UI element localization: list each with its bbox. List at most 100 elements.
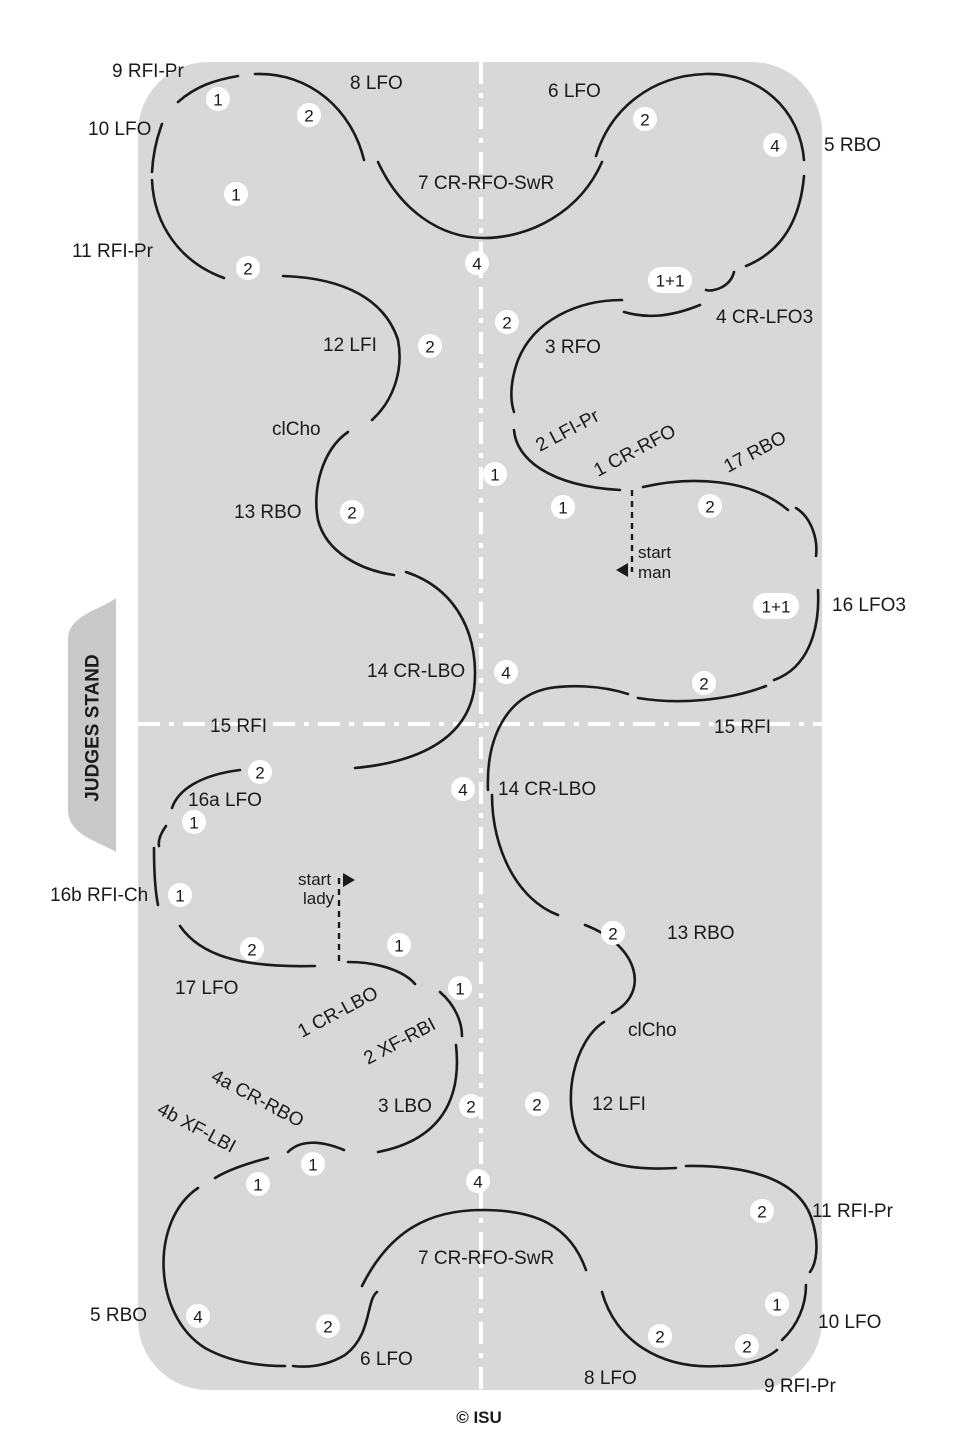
beat-badge: 2 (648, 1324, 672, 1348)
step-curve (152, 846, 160, 907)
step-label: 12 LFI (592, 1094, 646, 1115)
beat-badges: 1 2 2 4 1 2 4 1+1 2 2 1 1 2 2 1+1 4 2 2 … (168, 87, 799, 1358)
beat-badge: 2 (698, 494, 722, 518)
step-curve (315, 430, 396, 577)
step-curve (176, 74, 240, 104)
svg-text:1+1: 1+1 (656, 272, 685, 291)
beat-badge: 1 (765, 1292, 789, 1316)
step-curve (360, 1208, 588, 1288)
step-label: man (638, 563, 671, 582)
svg-text:2: 2 (757, 1203, 766, 1222)
judges-stand-tab (68, 598, 116, 852)
pattern-curves (150, 72, 820, 1368)
step-label: 14 CR-LBO (498, 779, 596, 800)
step-curve (170, 768, 242, 810)
beat-badge: 4 (451, 777, 475, 801)
step-label: lady (303, 889, 335, 908)
step-label: 17 LFO (175, 978, 238, 999)
step-label: 8 LFO (350, 73, 403, 94)
svg-text:2: 2 (255, 764, 264, 783)
step-label: 13 RBO (667, 923, 735, 944)
svg-text:1: 1 (253, 1176, 262, 1195)
step-curve (744, 174, 806, 268)
beat-badge: 1+1 (753, 593, 799, 619)
copyright-notice: © ISU (456, 1408, 502, 1427)
step-label: 5 RBO (90, 1305, 147, 1326)
beat-badge: 2 (750, 1199, 774, 1223)
start-lady-marker (337, 873, 355, 962)
svg-text:4: 4 (770, 137, 779, 156)
step-label: 16b RFI-Ch (50, 885, 148, 906)
step-curve (150, 178, 226, 280)
beat-badge: 4 (763, 133, 787, 157)
step-curve (353, 570, 477, 770)
step-label: 9 RFI-Pr (764, 1376, 836, 1397)
step-curve (213, 1156, 270, 1180)
beat-badge: 2 (495, 310, 519, 334)
beat-badge: 1 (182, 810, 206, 834)
step-curve (641, 479, 790, 512)
step-curve (594, 72, 806, 162)
step-label: 9 RFI-Pr (112, 61, 184, 82)
svg-text:4: 4 (501, 664, 510, 683)
beat-badge: 1 (206, 87, 230, 111)
svg-text:2: 2 (347, 504, 356, 523)
step-label: 5 RBO (824, 135, 881, 156)
step-label: 3 LBO (378, 1096, 432, 1117)
beat-badge: 2 (316, 1314, 340, 1338)
step-label: 6 LFO (360, 1349, 413, 1370)
beat-badge: 2 (692, 671, 716, 695)
step-label: 15 RFI (714, 717, 771, 738)
start-man-arrow (616, 563, 628, 577)
step-curve (512, 428, 622, 492)
beat-badge: 2 (236, 256, 260, 280)
beat-badge: 2 (525, 1092, 549, 1116)
step-label: 15 RFI (210, 716, 267, 737)
step-curve (376, 160, 604, 240)
step-label: 14 CR-LBO (367, 661, 465, 682)
step-curve (281, 274, 401, 422)
beat-badge: 4 (186, 1304, 210, 1328)
step-label: 3 RFO (545, 337, 601, 358)
svg-text:4: 4 (473, 1173, 482, 1192)
svg-text:1: 1 (189, 814, 198, 833)
beat-badge: 4 (494, 660, 518, 684)
start-lady-arrow (343, 873, 355, 887)
step-curve (157, 824, 168, 848)
beat-badge: 2 (633, 107, 657, 131)
step-label: 13 RBO (234, 502, 302, 523)
svg-text:1: 1 (558, 499, 567, 518)
step-curve (704, 270, 736, 292)
svg-text:1: 1 (213, 91, 222, 110)
svg-text:2: 2 (705, 498, 714, 517)
step-curve (780, 1283, 808, 1342)
svg-text:2: 2 (608, 925, 617, 944)
step-label: 8 LFO (584, 1368, 637, 1389)
beat-badge: 1 (551, 495, 575, 519)
beat-badge: 2 (340, 500, 364, 524)
step-label: 10 LFO (88, 119, 151, 140)
beat-badge: 1+1 (648, 267, 692, 293)
beat-badge: 2 (735, 1334, 759, 1358)
step-curve (622, 303, 702, 318)
svg-text:2: 2 (425, 338, 434, 357)
svg-text:4: 4 (458, 781, 467, 800)
beat-badge: 1 (448, 976, 472, 1000)
step-label: start (298, 870, 331, 889)
svg-text:4: 4 (472, 255, 481, 274)
step-label: start (638, 543, 671, 562)
svg-text:2: 2 (742, 1338, 751, 1357)
step-curve (178, 924, 317, 968)
svg-text:1: 1 (231, 186, 240, 205)
svg-text:1: 1 (175, 887, 184, 906)
svg-text:4: 4 (193, 1308, 202, 1327)
svg-text:1: 1 (772, 1296, 781, 1315)
step-curve (286, 1141, 346, 1154)
beat-badge: 1 (483, 462, 507, 486)
step-curve (684, 1164, 818, 1274)
step-label: clCho (272, 419, 321, 440)
svg-text:2: 2 (323, 1318, 332, 1337)
beat-badge: 2 (418, 334, 442, 358)
svg-text:1: 1 (455, 980, 464, 999)
